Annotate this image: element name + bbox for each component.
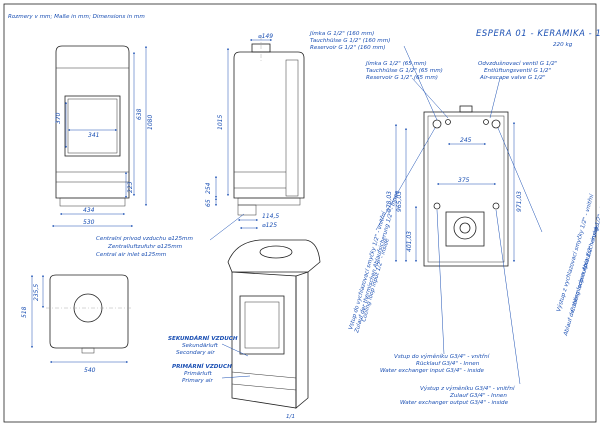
dim-air-height: 254 (205, 182, 212, 194)
air-valve-en: Air-escape valve G 1/2" (479, 75, 546, 81)
dim-rear-375: 375 (458, 177, 470, 184)
dim-front-width-total: 530 (83, 219, 95, 226)
sump-65-en: Reservoir G 1/2" (65 mm) (366, 75, 438, 81)
secondary-air-en: Secondary air (176, 350, 215, 356)
dim-top-flue-depth: 235,5 (33, 284, 40, 301)
dim-air-small: 65 (205, 199, 212, 207)
primary-air-cz: PRIMÁRNÍ VZDUCH (172, 363, 232, 370)
top-view: 518 235,5 540 (21, 274, 132, 374)
dim-front-width-inner: 341 (88, 132, 99, 139)
rear-view: 245 375 978,03 965,03 401,03 971,03 Jímk… (309, 30, 600, 406)
dim-front-height-total: 1080 (147, 115, 154, 130)
dim-front-height-mid: 638 (136, 108, 143, 120)
dim-top-width: 540 (84, 367, 96, 374)
central-air-de: Zentralluftzufuhr ⌀125mm (107, 244, 183, 250)
sump-65-cz: Jímka G 1/2" (65 mm) (365, 60, 427, 67)
front-view: 370 341 638 1080 223 434 530 (52, 45, 154, 227)
dim-flue-height: 1015 (217, 115, 224, 130)
dim-rear-978: 978,03 (386, 191, 393, 212)
dim-rear-971: 971,03 (516, 191, 523, 212)
dim-air-offset: 114,5 (262, 213, 279, 220)
dim-front-height-inner: 370 (55, 112, 62, 124)
primary-air-en: Primary air (182, 378, 213, 384)
side-view: ⌀149 1015 254 65 114,5 ⌀125 Centralni pr… (96, 33, 305, 258)
exchanger-in-de: Rücklauf G3/4" - Innen (416, 361, 480, 367)
dim-flue-diameter: ⌀149 (258, 33, 273, 40)
exchanger-in-en: Water exchanger input G3/4" - inside (380, 368, 485, 374)
exchanger-in-cz: Vstup do výměníku G3/4" - vnitřní (394, 353, 491, 360)
air-valve-cz: Odvzdušnovací ventil G 1/2" (478, 60, 558, 67)
dim-rear-401: 401,03 (406, 231, 413, 252)
dim-air-diameter: ⌀125 (262, 222, 277, 229)
dim-top-depth: 518 (21, 306, 28, 318)
sump-65-de: Tauchhülse G 1/2" (65 mm) (366, 68, 443, 74)
weight-label: 220 kg (553, 42, 573, 48)
air-valve-de: Entlüftungsventil G 1/2" (484, 68, 552, 74)
sump-160-en: Reservoir G 1/2" (160 mm) (310, 45, 386, 51)
exchanger-out-cz: Výstup z výměníku G3/4" - vnitřní (420, 385, 516, 392)
sump-160-de: Tauchhülse G 1/2" (160 mm) (310, 38, 390, 44)
iso-view: SEKUNDÁRNÍ VZDUCH Sekundärluft Secondary… (168, 239, 321, 409)
dim-rear-965: 965,03 (396, 191, 403, 212)
secondary-air-cz: SEKUNDÁRNÍ VZDUCH (168, 335, 238, 342)
exchanger-out-de: Zulauf G3/4" - Innen (449, 393, 507, 399)
page-number: 1/1 (286, 414, 295, 420)
sheet-border (3, 3, 597, 423)
central-air-en: Central air inlet ⌀125mm (96, 252, 167, 258)
dim-rear-245: 245 (460, 137, 472, 144)
dim-front-width-body: 434 (83, 207, 95, 214)
sump-160-cz: Jímka G 1/2" (160 mm) (309, 30, 374, 37)
exchanger-out-en: Water exchanger output G3/4" - inside (400, 400, 509, 406)
central-air-cz: Centralni privod vzduchu ⌀125mm (96, 236, 193, 242)
secondary-air-de: Sekundärluft (182, 343, 219, 349)
dim-front-bottom: 223 (127, 181, 134, 193)
units-note: Rozmery v mm; Maße in mm; Dimensions in … (8, 14, 145, 20)
primary-air-de: Primärluft (184, 371, 212, 377)
drawing-title: ESPERA 01 - KERAMIKA - 146R (476, 28, 600, 38)
